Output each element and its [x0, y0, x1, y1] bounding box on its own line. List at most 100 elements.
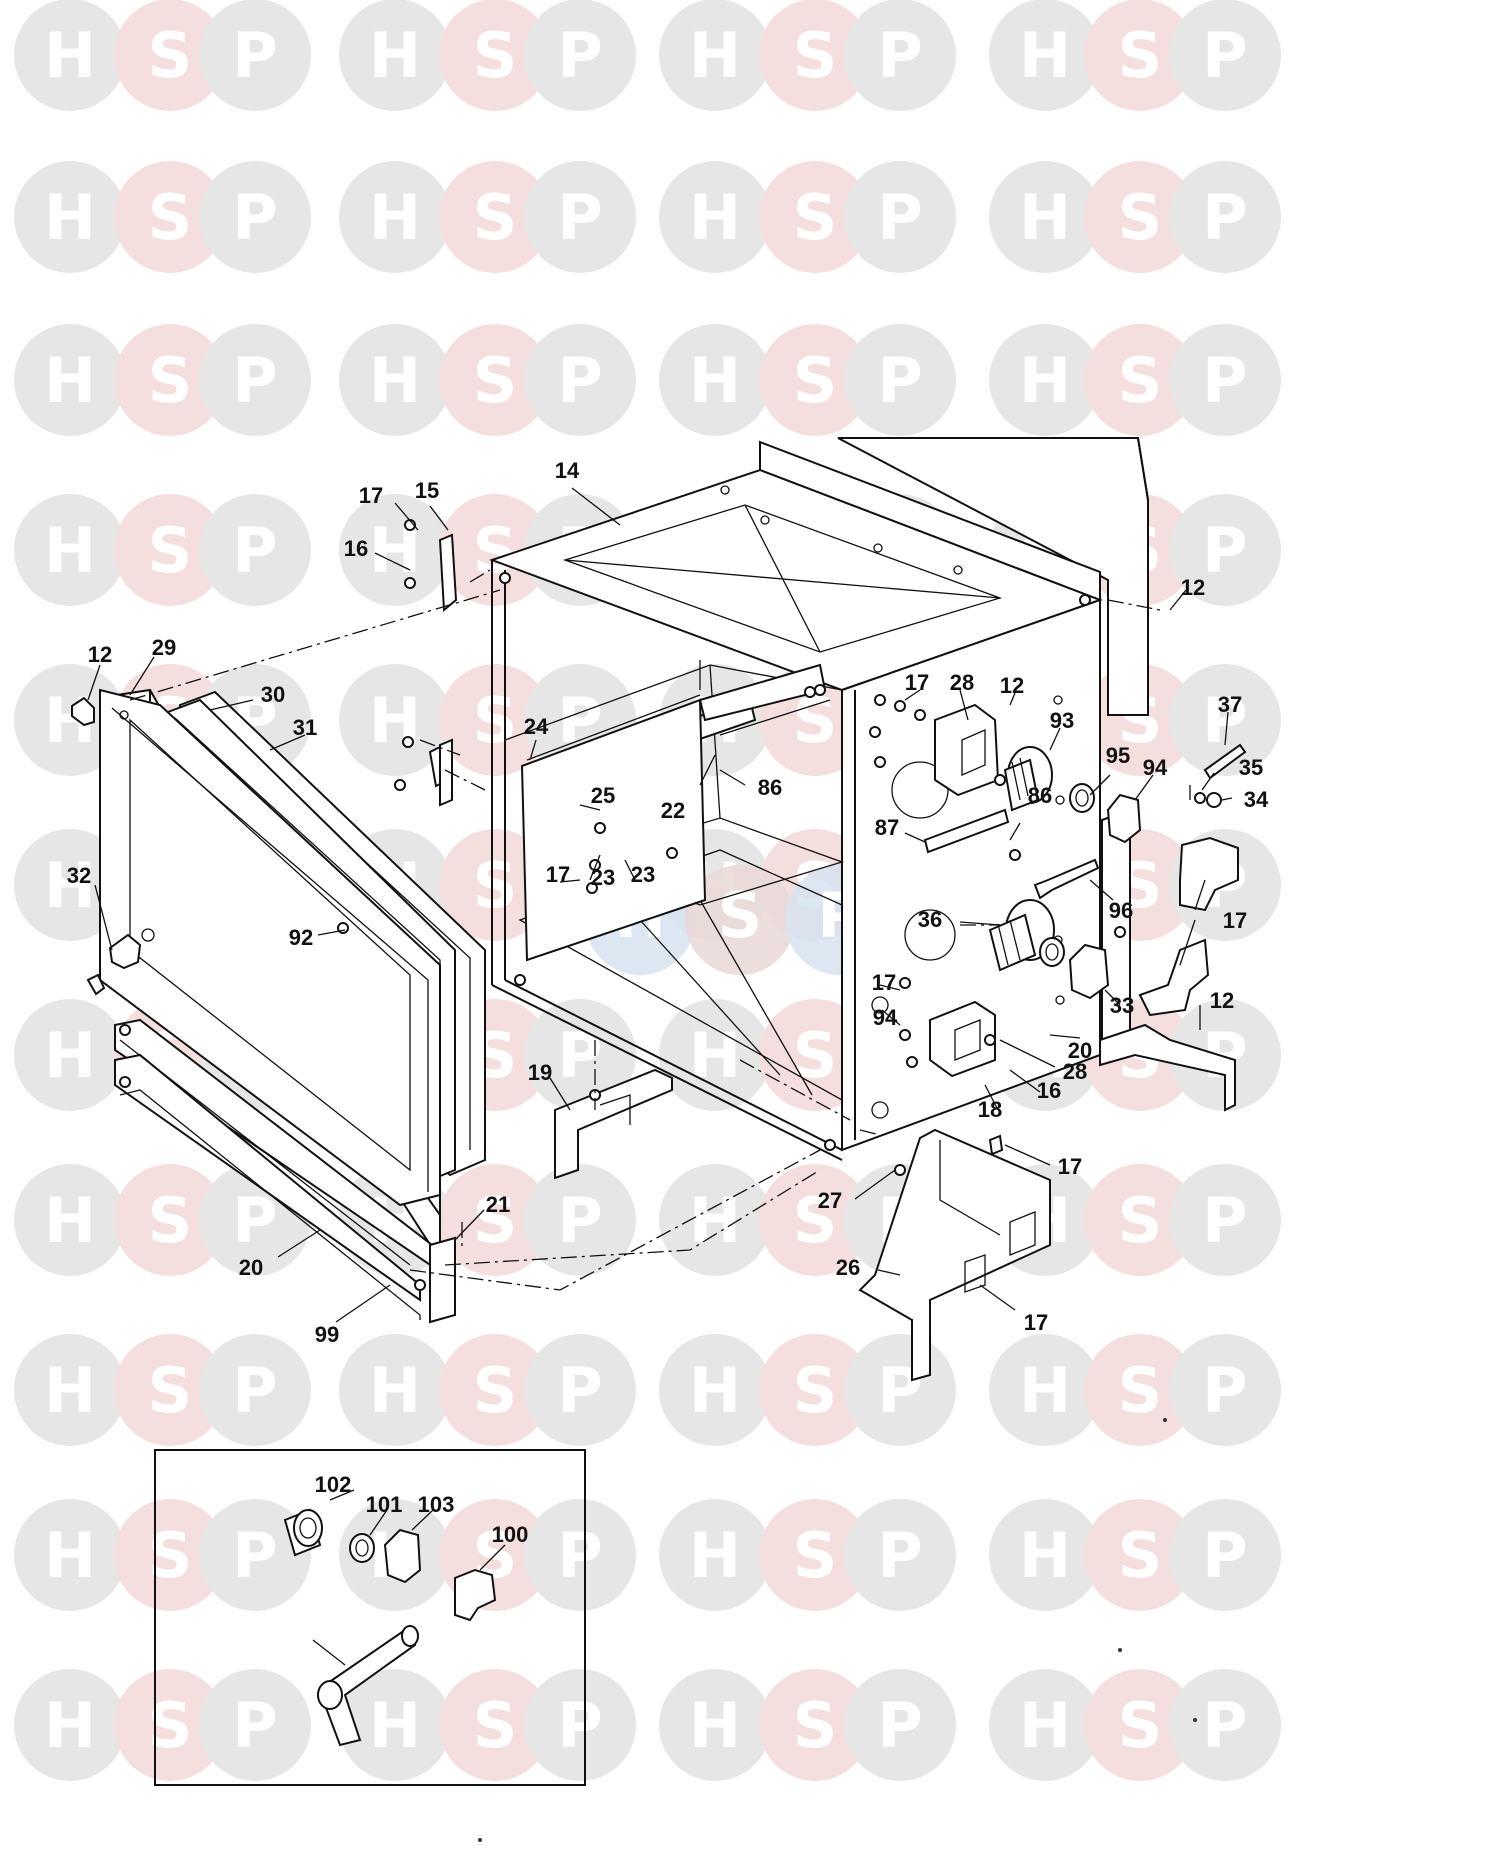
watermark-letter: S	[1118, 1519, 1163, 1592]
callout-label: 17	[905, 670, 929, 695]
callout-label: 23	[631, 862, 655, 887]
watermark-circle	[439, 1164, 551, 1276]
watermark-circle	[659, 1669, 771, 1781]
watermark-circle	[114, 1499, 226, 1611]
watermark-letter: H	[1019, 1519, 1071, 1592]
inner-panel-24	[520, 694, 707, 962]
watermark-circle	[1084, 0, 1196, 111]
watermark-circle	[339, 0, 451, 111]
watermark-circle	[1169, 1164, 1281, 1276]
callout-label: 25	[591, 783, 615, 808]
watermark-circle	[1084, 1334, 1196, 1446]
callout-label: 95	[1106, 743, 1130, 768]
watermark-circle	[989, 1334, 1101, 1446]
centre-logo-letter: S	[718, 879, 763, 952]
screw	[119, 1076, 131, 1088]
watermark-circle	[199, 494, 311, 606]
watermark-letter: S	[1118, 181, 1163, 254]
watermark-letter: H	[44, 344, 96, 417]
watermark-circle	[339, 1669, 451, 1781]
watermark-letter: H	[1019, 1354, 1071, 1427]
screw	[594, 822, 606, 834]
centre-logo-circle	[685, 865, 795, 975]
watermark-circle	[759, 1164, 871, 1276]
watermark-circle	[439, 829, 551, 941]
watermark-circle	[14, 324, 126, 436]
watermark-letter: P	[1202, 1354, 1247, 1427]
watermark-letter: P	[877, 19, 922, 92]
watermark-letter: S	[793, 1689, 838, 1762]
door-rails	[114, 1018, 456, 1324]
watermark-circle	[439, 0, 551, 111]
watermark-letter: P	[232, 514, 277, 587]
washers-nuts	[1039, 783, 1142, 1000]
callout-label: 27	[818, 1188, 842, 1213]
callout-label: 36	[918, 907, 942, 932]
watermark-letter: H	[44, 1184, 96, 1257]
callout-label: 33	[1110, 993, 1134, 1018]
callout-label: 30	[261, 682, 285, 707]
callout-label: 86	[1028, 783, 1052, 808]
watermark-letter: S	[793, 344, 838, 417]
watermark-letter: S	[1118, 1689, 1163, 1762]
watermark-letter: P	[557, 1354, 602, 1427]
door-fittings	[71, 696, 142, 996]
watermark-letter: H	[44, 1519, 96, 1592]
watermark-circle	[14, 664, 126, 776]
watermark-circle	[14, 494, 126, 606]
watermark-letter: H	[369, 19, 421, 92]
watermark-circle	[339, 494, 451, 606]
screw	[894, 1164, 906, 1176]
callout-label: 28	[950, 670, 974, 695]
watermark-letter: H	[369, 1689, 421, 1762]
watermark-circle	[1169, 324, 1281, 436]
screw	[499, 572, 511, 584]
watermark-letter: S	[793, 1019, 838, 1092]
watermark-circle	[339, 664, 451, 776]
watermark-circle	[759, 1334, 871, 1446]
watermark-letter: S	[148, 1184, 193, 1257]
watermark-letter: S	[148, 514, 193, 587]
watermark-circle	[439, 1334, 551, 1446]
watermark-circle	[844, 161, 956, 273]
watermark-circle	[844, 324, 956, 436]
watermark-letter: P	[232, 1354, 277, 1427]
watermark-circle	[1169, 1499, 1281, 1611]
watermark-letter: P	[557, 344, 602, 417]
watermark-circle	[14, 999, 126, 1111]
watermark-circle	[659, 1499, 771, 1611]
watermark-circle	[659, 0, 771, 111]
callout-label: 20	[1068, 1038, 1092, 1063]
watermark-circle	[989, 1499, 1101, 1611]
watermark-letter: S	[473, 849, 518, 922]
watermark-circle	[114, 161, 226, 273]
watermark-circle	[1169, 494, 1281, 606]
screw	[894, 700, 906, 712]
watermark-letter: P	[1202, 181, 1247, 254]
callout-label: 23	[591, 865, 615, 890]
callout-label: 18	[978, 1097, 1002, 1122]
callout-label: 16	[344, 536, 368, 561]
watermark-circle	[199, 1499, 311, 1611]
watermark-letter: H	[44, 1689, 96, 1762]
watermark-letter: S	[793, 1519, 838, 1592]
watermark-circle	[989, 324, 1101, 436]
door-panel	[99, 688, 486, 1207]
callout-label: 12	[1181, 575, 1205, 600]
watermark-letter: S	[473, 1354, 518, 1427]
watermark-circle	[199, 161, 311, 273]
hinge-brackets	[428, 533, 458, 807]
watermark-letter: H	[44, 181, 96, 254]
watermark-circle	[114, 1334, 226, 1446]
watermark-letter: S	[473, 19, 518, 92]
callout-label: 103	[418, 1492, 455, 1517]
screw	[906, 1056, 918, 1068]
watermark-circle	[759, 324, 871, 436]
callout-label: 99	[315, 1322, 339, 1347]
watermark-letter: H	[1019, 181, 1071, 254]
leader-lines	[87, 487, 1233, 1323]
watermark-circle	[114, 1669, 226, 1781]
callout-label: 34	[1244, 787, 1269, 812]
watermark-circle	[14, 1669, 126, 1781]
